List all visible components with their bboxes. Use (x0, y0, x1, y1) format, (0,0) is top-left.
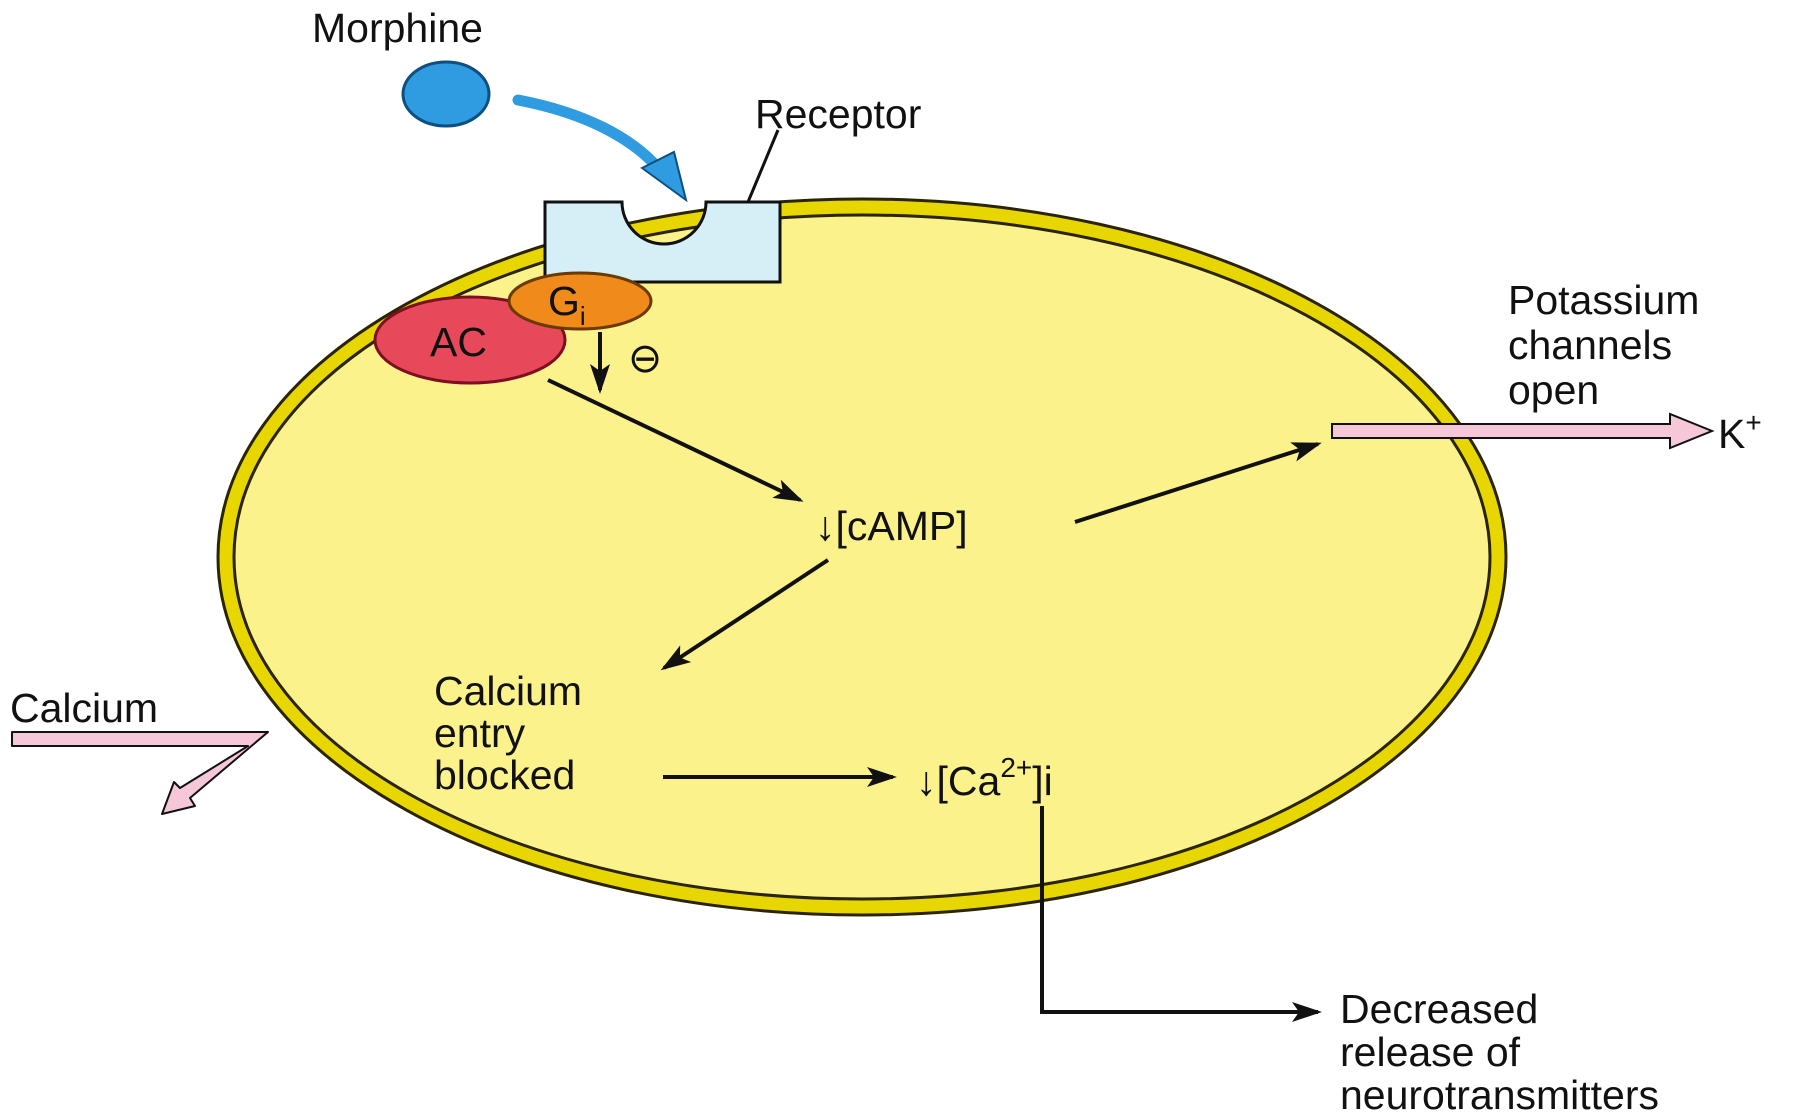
receptor-label: Receptor (755, 91, 921, 137)
decreased-line-3: neurotransmitters (1340, 1072, 1659, 1115)
decreased-release-label-block: Decreased release of neurotransmitters (1340, 986, 1659, 1115)
morphine-molecule (403, 62, 489, 126)
potassium-ion-main: K (1718, 411, 1745, 457)
morphine-binding-arrow (518, 100, 660, 170)
gi-label-main: G (548, 278, 580, 324)
potassium-line-1: Potassium (1508, 277, 1699, 323)
calcium-blocked-line-2: entry (434, 710, 526, 756)
potassium-ion-label: K+ (1718, 407, 1762, 457)
morphine-label: Morphine (312, 5, 483, 51)
receptor-pointer-line (748, 130, 778, 202)
decreased-line-2: release of (1340, 1029, 1521, 1075)
potassium-label-block: Potassium channels open (1508, 277, 1699, 413)
calcium-influx-arrow (12, 732, 268, 814)
gi-protein: Gi (509, 273, 651, 331)
gi-label-sub: i (580, 301, 586, 331)
potassium-line-2: channels (1508, 322, 1672, 368)
ca-level-prefix: ↓[Ca (916, 758, 1001, 804)
camp-label: ↓[cAMP] (815, 503, 968, 549)
calcium-ion-label: Calcium (10, 685, 158, 731)
potassium-ion-sup: + (1745, 407, 1761, 438)
ca-level-label: ↓[Ca2+]i (916, 752, 1053, 804)
morphine: Morphine (312, 5, 686, 200)
calcium-blocked-line-3: blocked (434, 752, 575, 798)
calcium-blocked-line-1: Calcium (434, 668, 582, 714)
inhibit-symbol: ⊖ (628, 335, 662, 381)
potassium-line-3: open (1508, 367, 1599, 413)
decreased-line-1: Decreased (1340, 986, 1538, 1032)
ca-level-sup: 2+ (1000, 752, 1032, 783)
ac-label: AC (430, 319, 487, 365)
ca-level-suffix: ]i (1032, 758, 1053, 804)
